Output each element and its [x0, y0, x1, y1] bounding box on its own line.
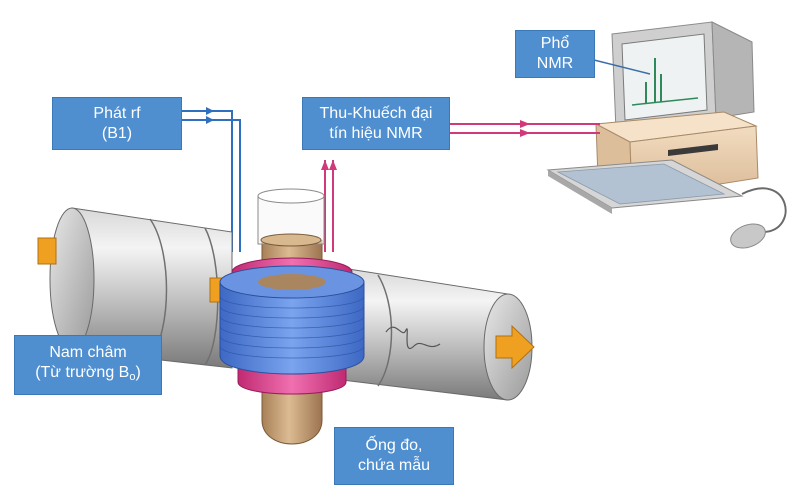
tube-label-line2: chứa mẫu — [357, 457, 431, 474]
field-arrow-icon — [495, 324, 535, 370]
signal-arrow-right-1 — [520, 120, 530, 128]
right-magnet-icon: N — [341, 267, 535, 401]
magnet-label-suffix: ) — [135, 364, 141, 381]
computer-monitor-icon — [611, 21, 755, 131]
spectrum-pointer — [593, 59, 651, 75]
spectrum-label: Phổ NMR — [515, 30, 595, 78]
spectrum-label-line2: NMR — [536, 55, 574, 72]
magnet-label-sub: o — [129, 371, 136, 383]
amp-label-line2: tín hiệu NMR — [329, 124, 423, 142]
sample-tube-label: Ống đo, chứa mẫu — [334, 427, 454, 485]
spectrum-label-line1: Phổ — [540, 35, 570, 52]
magnet-label-prefix: (Từ trường B — [35, 364, 130, 381]
signal-arrow-up-1 — [321, 160, 329, 170]
rf-transmitter-label: Phát rf (B1) — [52, 97, 182, 150]
rf-label-line1: Phát rf — [93, 104, 141, 122]
rf-coil-blue — [219, 265, 365, 375]
signal-arrow-right-2 — [520, 129, 530, 137]
rf-label-line2: (B1) — [101, 124, 133, 142]
magnet-label: Nam châm (Từ trường Bo) — [14, 335, 162, 395]
rf-wires — [182, 110, 241, 252]
signal-arrow-up-2 — [329, 160, 337, 170]
amp-label-line1: Thu-Khuếch đại — [319, 104, 433, 122]
left-pole-marker — [37, 237, 57, 265]
magnet-label-line1: Nam châm — [49, 344, 127, 361]
mouse-icon — [730, 187, 787, 249]
magnet-label-line2: (Từ trường Bo) — [35, 363, 141, 387]
tube-label-line1: Ống đo, — [365, 437, 423, 454]
keyboard-icon — [546, 159, 744, 214]
rf-arrow-1 — [206, 107, 214, 115]
rf-arrow-2 — [206, 116, 214, 124]
magnet-icon — [37, 207, 233, 369]
amplifier-label: Thu-Khuếch đại tín hiệu NMR — [302, 97, 450, 150]
